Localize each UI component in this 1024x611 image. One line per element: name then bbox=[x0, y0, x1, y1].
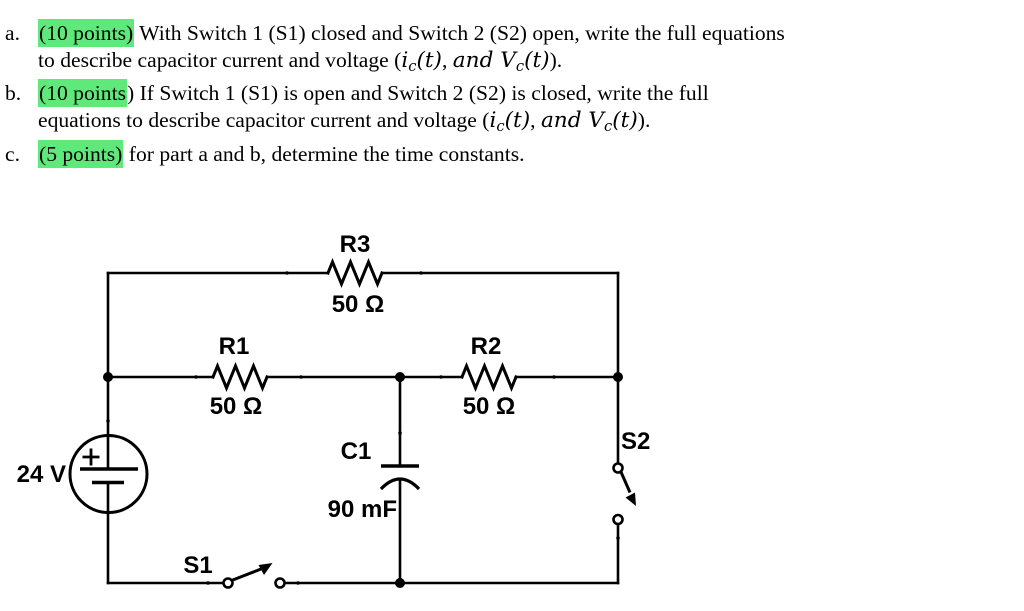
problem-line: (10 points) With Switch 1 (S1) closed an… bbox=[38, 19, 1010, 47]
terminal-tick bbox=[194, 375, 198, 379]
item-letter: a. bbox=[5, 21, 20, 45]
junction-dot bbox=[103, 372, 113, 382]
r2-value: 50 Ω bbox=[463, 393, 516, 420]
item-letter: b. bbox=[5, 81, 22, 106]
switch-s2-terminal-bottom bbox=[612, 513, 624, 526]
plus-icon bbox=[82, 448, 100, 466]
c1-value: 90 mF bbox=[328, 496, 397, 523]
problem-line: to describe capacitor current and voltag… bbox=[38, 47, 1010, 80]
capacitor-curved-plate bbox=[379, 477, 421, 491]
text-segment: (t) bbox=[612, 108, 638, 134]
text-segment: c bbox=[604, 118, 613, 136]
problem-line: (5 points) for part a and b, determine t… bbox=[38, 139, 1010, 168]
text-segment: and bbox=[452, 48, 501, 74]
text-segment: to describe capacitor current and voltag… bbox=[38, 48, 402, 73]
text-segment: (t) bbox=[504, 108, 531, 134]
problem-item-c: c. (5 points) for part a and b, determin… bbox=[5, 139, 1010, 168]
text-segment: With Switch 1 (S1) closed and Switch 2 (… bbox=[134, 21, 785, 45]
text-segment: , bbox=[441, 48, 453, 73]
text-segment: ) If Switch 1 (S1) is open and Switch 2 … bbox=[126, 81, 709, 106]
switch-s1-arrowhead bbox=[258, 563, 273, 575]
item-text: (10 points) If Switch 1 (S1) is open and… bbox=[38, 79, 1010, 140]
switch-s1-blade bbox=[230, 567, 262, 582]
text-segment: (t) bbox=[524, 48, 550, 74]
r1-value: 50 Ω bbox=[210, 393, 263, 420]
text-segment: for part a and b, determine the time con… bbox=[123, 141, 525, 166]
switch-s2-blade bbox=[619, 471, 632, 494]
junction-dot bbox=[395, 372, 405, 382]
terminal-tick bbox=[398, 431, 402, 435]
c1-label: C1 bbox=[341, 438, 372, 465]
item-text: (10 points) With Switch 1 (S1) closed an… bbox=[38, 19, 1010, 80]
item-letter: c. bbox=[5, 141, 20, 166]
problem-item-b: b. (10 points) If Switch 1 (S1) is open … bbox=[5, 79, 1010, 140]
text-segment: (t) bbox=[416, 48, 442, 74]
resistor-r1-zigzag bbox=[211, 362, 269, 392]
junction-dot bbox=[395, 578, 405, 588]
switch-s1-terminal-left bbox=[222, 577, 234, 589]
text-segment: i bbox=[401, 48, 409, 74]
text-segment: c bbox=[496, 118, 505, 136]
terminal-tick bbox=[616, 536, 620, 540]
problem-item-a: a. (10 points) With Switch 1 (S1) closed… bbox=[5, 19, 1010, 80]
text-segment: c bbox=[408, 58, 417, 76]
terminal-tick bbox=[419, 271, 423, 275]
switch-s1-terminal-right bbox=[274, 577, 286, 589]
item-text: (5 points) for part a and b, determine t… bbox=[38, 139, 1010, 168]
terminal-tick bbox=[439, 375, 443, 379]
s1-label: S1 bbox=[183, 552, 212, 579]
terminal-tick bbox=[206, 581, 210, 585]
text-segment: and bbox=[540, 108, 589, 134]
text-segment: V bbox=[588, 108, 605, 134]
text-segment: V bbox=[500, 48, 516, 74]
terminal-tick bbox=[299, 375, 303, 379]
points-highlight: (5 points) bbox=[38, 139, 124, 168]
r3-label: R3 bbox=[340, 231, 371, 258]
problem-line: (10 points) If Switch 1 (S1) is open and… bbox=[38, 79, 1010, 108]
terminal-tick bbox=[552, 375, 556, 379]
terminal-tick bbox=[285, 271, 289, 275]
s2-label: S2 bbox=[621, 428, 650, 455]
text-segment: c bbox=[515, 58, 525, 76]
text-segment: , bbox=[530, 108, 541, 133]
voltage-source-label: 24 V bbox=[17, 461, 66, 488]
r1-label: R1 bbox=[219, 333, 250, 360]
text-segment: ). bbox=[549, 48, 563, 73]
terminal-tick bbox=[296, 581, 300, 585]
text-segment: i bbox=[489, 108, 497, 134]
text-segment: ). bbox=[637, 108, 651, 133]
terminal-tick bbox=[106, 419, 110, 423]
points-highlight: (10 points) bbox=[38, 19, 135, 47]
resistor-r3-zigzag bbox=[326, 258, 384, 288]
switch-s2-arrowhead bbox=[625, 492, 636, 506]
voltage-source-circle bbox=[68, 434, 149, 514]
resistor-r2-zigzag bbox=[460, 362, 518, 392]
r2-label: R2 bbox=[471, 333, 502, 360]
junction-dot bbox=[613, 372, 623, 382]
problem-line: equations to describe capacitor current … bbox=[38, 107, 1010, 140]
problem-statement: a. (10 points) With Switch 1 (S1) closed… bbox=[5, 19, 1010, 168]
points-highlight: (10 points bbox=[38, 79, 127, 108]
text-segment: equations to describe capacitor current … bbox=[38, 108, 490, 133]
r3-value: 50 Ω bbox=[332, 291, 385, 318]
switch-s2-terminal-top bbox=[612, 462, 624, 474]
